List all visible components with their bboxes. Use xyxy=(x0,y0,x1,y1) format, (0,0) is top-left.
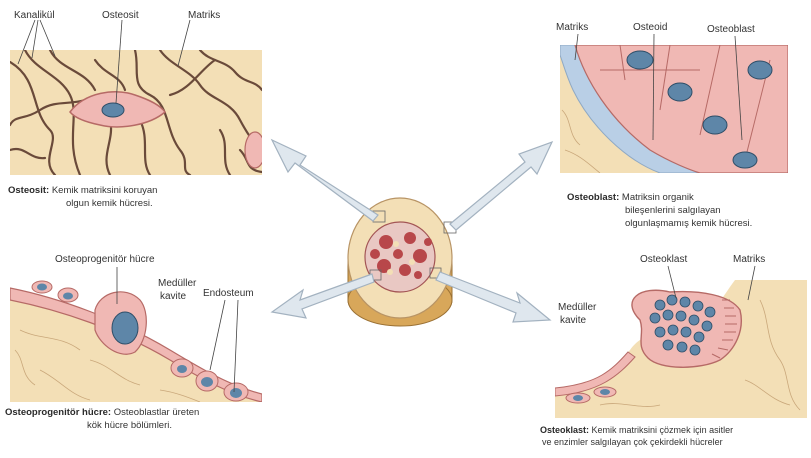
caption-osteosit: Osteosit: Kemik matriksini koruyan olgun… xyxy=(8,184,268,210)
arrow-to-osteoblast xyxy=(450,142,552,230)
osteoclast-illustration xyxy=(555,280,807,418)
caption-osteoprogenitor-line2: kök hücre bölümleri. xyxy=(5,420,172,431)
caption-osteoblast-line1: Matriksin organik xyxy=(622,192,694,203)
arrow-to-osteosit xyxy=(272,140,378,221)
caption-osteoblast-title: Osteoblast: xyxy=(567,192,619,203)
label-medullar-bl-2: kavite xyxy=(160,291,187,302)
label-medullar-bl-1: Medüller xyxy=(158,278,197,289)
caption-osteoprogenitor-line1: Osteoblastlar üreten xyxy=(114,407,200,418)
caption-osteosit-line2: olgun kemik hücresi. xyxy=(8,198,153,209)
label-osteosit: Osteosit xyxy=(102,10,139,21)
caption-osteoklast: Osteoklast: Kemik matriksini çözmek için… xyxy=(540,424,808,448)
caption-osteoblast-line3: olgunlaşmamış kemik hücresi. xyxy=(567,218,752,229)
caption-osteosit-title: Osteosit: xyxy=(8,185,49,196)
caption-osteosit-line1: Kemik matriksini koruyan xyxy=(52,185,158,196)
label-osteoprogenitor-hucre: Osteoprogenitör hücre xyxy=(55,254,155,265)
label-osteoklast: Osteoklast xyxy=(640,254,687,265)
label-matriks-osteoblast: Matriks xyxy=(556,22,588,33)
label-matriks-osteoklast: Matriks xyxy=(733,254,765,265)
label-endosteum: Endosteum xyxy=(203,288,254,299)
caption-osteoklast-line1: Kemik matriksini çözmek için asitler xyxy=(592,425,734,435)
caption-osteoklast-line2: ve enzimler salgılayan çok çekirdekli hü… xyxy=(540,437,723,447)
label-kanalikul: Kanalikül xyxy=(14,10,55,21)
label-medullar-br-2: kavite xyxy=(560,315,587,326)
caption-osteoblast: Osteoblast: Matriksin organik bileşenler… xyxy=(567,191,807,230)
label-matriks-osteosit: Matriks xyxy=(188,10,220,21)
caption-osteoblast-line2: bileşenlerini salgılayan xyxy=(567,205,721,216)
caption-osteoprogenitor-title: Osteoprogenitör hücre: xyxy=(5,407,111,418)
caption-osteoprogenitor: Osteoprogenitör hücre: Osteoblastlar üre… xyxy=(5,406,285,432)
osteoblast-illustration xyxy=(560,45,788,173)
osteocyte-illustration xyxy=(10,50,265,175)
label-medullar-br-1: Medüller xyxy=(558,302,597,313)
caption-osteoklast-title: Osteoklast: xyxy=(540,425,589,435)
bone-cross-section xyxy=(348,198,456,326)
label-osteoblast: Osteoblast xyxy=(707,24,755,35)
arrow-to-osteoklast xyxy=(436,272,550,322)
label-osteoid: Osteoid xyxy=(633,22,667,33)
